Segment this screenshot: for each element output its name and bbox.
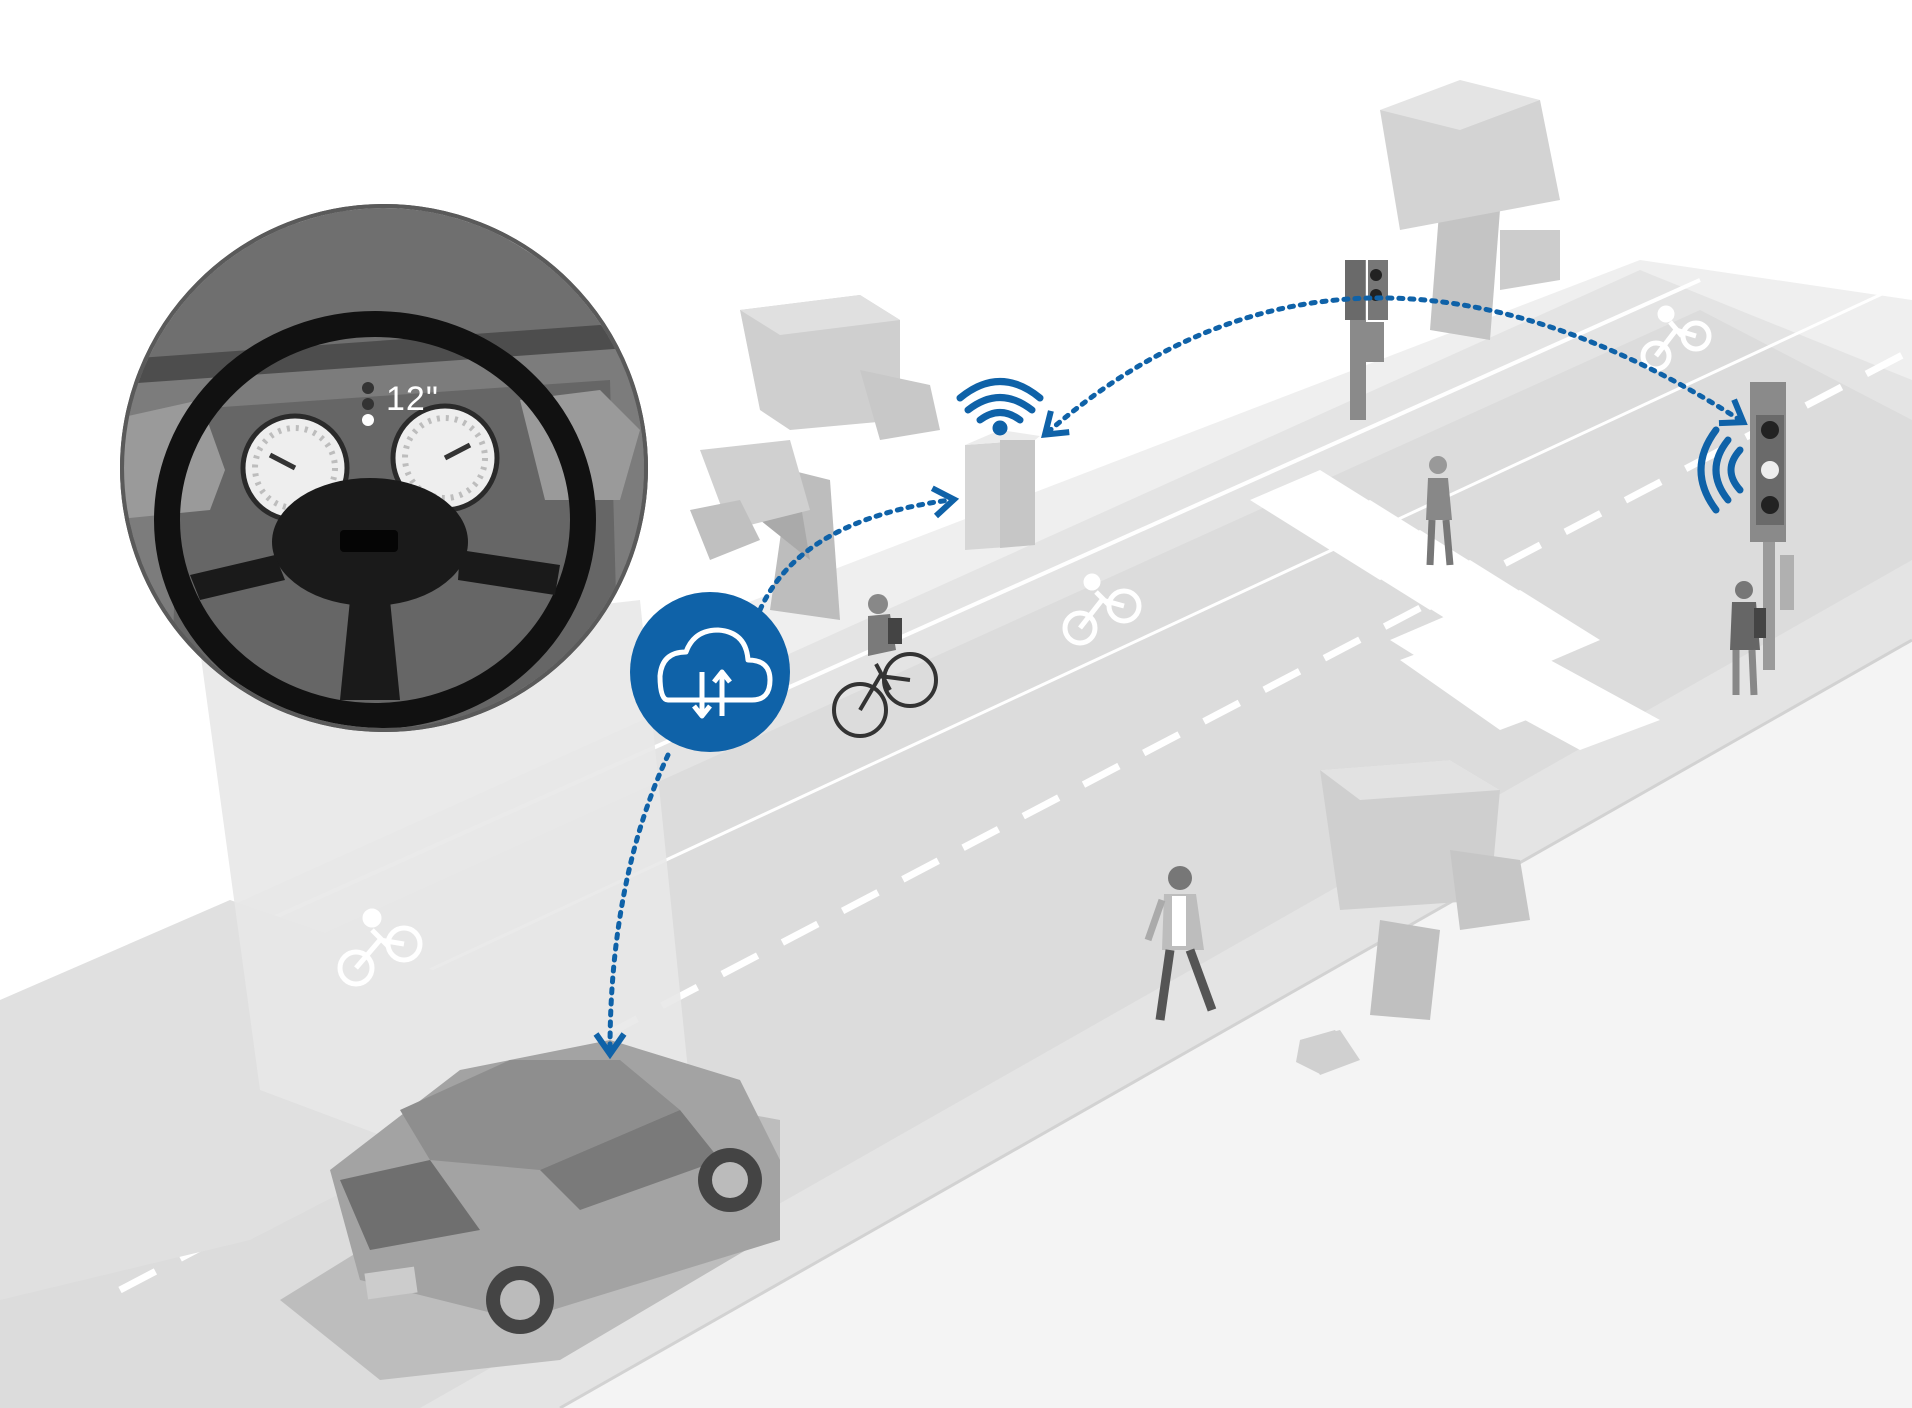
traffic-light-far <box>1345 260 1388 420</box>
speedometer-gauge-right <box>390 403 500 513</box>
dashboard-countdown-display: 12" <box>386 380 439 418</box>
link-cloud-to-rsu <box>757 485 960 613</box>
traffic-light-near <box>1750 382 1794 670</box>
communication-links <box>593 295 1748 1060</box>
tree-left <box>690 295 940 620</box>
wifi-signal-icon <box>956 378 1044 436</box>
zoom-cone <box>200 600 690 1150</box>
steering-wheel <box>154 311 596 728</box>
dashboard-signal-indicator <box>362 382 374 426</box>
rock <box>1296 1030 1355 1074</box>
link-rsu-to-traffic-light <box>1041 295 1748 439</box>
tree-near-right <box>1300 760 1530 1075</box>
cloud-sync-badge <box>630 592 790 752</box>
cloud-sync-icon <box>657 627 773 719</box>
bicycle-lane-icon <box>337 908 423 987</box>
cyclist <box>832 594 938 738</box>
car-side-window <box>540 1110 720 1210</box>
car-roof <box>400 1060 680 1170</box>
crosswalk <box>1250 470 1660 750</box>
bicycle-lane-icon <box>1062 573 1142 646</box>
roadside-unit <box>965 430 1040 550</box>
dashboard-zoom <box>120 204 648 732</box>
pedestrian-walking <box>1144 866 1217 1021</box>
curb-near <box>559 638 1912 1408</box>
car-rear-window <box>340 1160 480 1250</box>
link-cloud-to-car <box>593 752 671 1060</box>
tree-far-right <box>1380 80 1560 340</box>
pedestrian-crossing <box>1426 456 1454 566</box>
car <box>280 1040 780 1380</box>
pedestrian-waiting <box>1730 581 1766 696</box>
license-plate <box>364 1266 418 1300</box>
